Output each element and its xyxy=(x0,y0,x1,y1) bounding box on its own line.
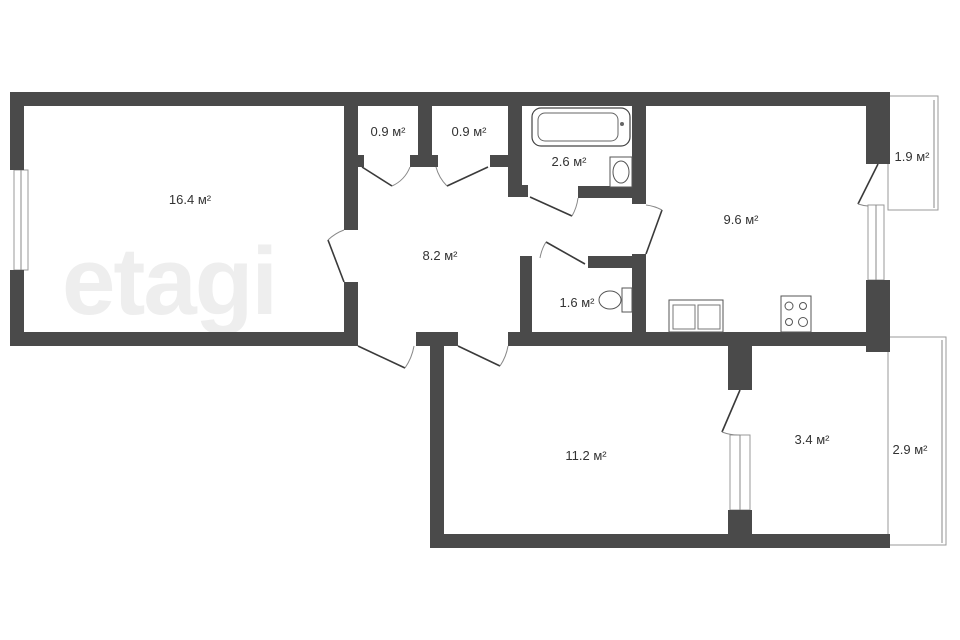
room-area-hallway: 8.2 м² xyxy=(422,248,458,263)
watermark-logo: etagi xyxy=(62,228,278,335)
doors xyxy=(327,163,879,436)
walls xyxy=(10,92,890,548)
room-area-bedroom: 11.2 м² xyxy=(565,448,607,463)
room-area-balcony-1: 1.9 м² xyxy=(894,149,930,164)
room-area-bathroom: 2.6 м² xyxy=(551,154,587,169)
room-area-living: 16.4 м² xyxy=(168,192,212,207)
room-area-small-room: 3.4 м² xyxy=(794,432,830,447)
room-area-closet-2: 0.9 м² xyxy=(451,124,487,139)
sink-icon xyxy=(609,156,633,188)
room-area-toilet: 1.6 м² xyxy=(559,295,595,310)
stove-icon xyxy=(780,295,812,333)
room-area-closet-1: 0.9 м² xyxy=(370,124,406,139)
balcony-2-outline xyxy=(887,336,947,546)
toilet-icon xyxy=(598,287,633,313)
room-area-balcony-2: 2.9 м² xyxy=(892,442,928,457)
kitchen-sink-icon xyxy=(668,299,724,333)
bathtub-icon xyxy=(531,107,631,147)
room-area-kitchen: 9.6 м² xyxy=(723,212,759,227)
